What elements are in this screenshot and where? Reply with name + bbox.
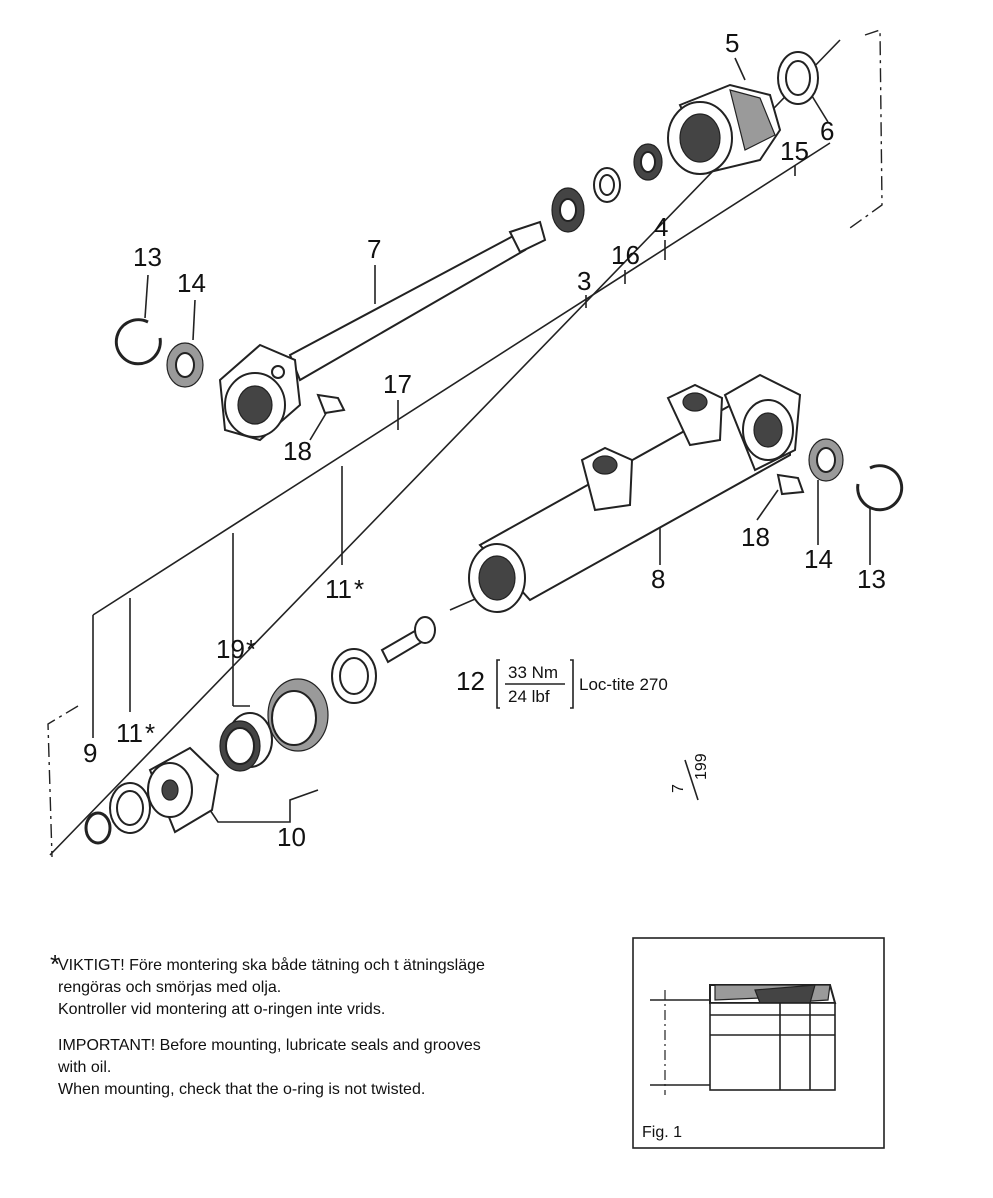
note-star: * bbox=[50, 949, 61, 979]
notes-block: * VIKTIGT! Före montering ska både tätni… bbox=[50, 951, 618, 1101]
part-14-bushing-left bbox=[166, 342, 204, 388]
callout-19: 19 bbox=[216, 634, 245, 664]
part-6-wiper-ring bbox=[777, 51, 819, 105]
callout-5: 5 bbox=[725, 28, 739, 58]
part-11-ring-lower bbox=[109, 782, 151, 834]
callout-6: 6 bbox=[820, 116, 834, 146]
figure-label: Fig. 1 bbox=[642, 1124, 682, 1141]
callout-11-upper-star: * bbox=[354, 574, 364, 604]
figure-1-inset: Fig. 1 bbox=[632, 937, 885, 1149]
callout-14-right: 14 bbox=[804, 544, 833, 574]
part-9-o-ring bbox=[84, 811, 112, 845]
page-number-denominator: 199 bbox=[693, 753, 710, 780]
part-12-screw bbox=[380, 616, 436, 664]
torque-lbf: 24 lbf bbox=[508, 687, 550, 706]
callout-16: 16 bbox=[611, 240, 640, 270]
page-number-numerator: 7 bbox=[670, 784, 687, 793]
note-en-line2: with oil. bbox=[58, 1059, 112, 1076]
callout-11-lower-star: * bbox=[145, 718, 155, 748]
callout-13-left: 13 bbox=[133, 242, 162, 272]
callout-10: 10 bbox=[277, 822, 306, 852]
locktite-note: Loc-tite 270 bbox=[579, 675, 668, 694]
callout-11-lower: 11 bbox=[116, 718, 143, 748]
callout-4: 4 bbox=[654, 212, 668, 242]
note-en-line1: IMPORTANT! Before mounting, lubricate se… bbox=[58, 1037, 481, 1054]
callout-17: 17 bbox=[383, 369, 412, 399]
callout-8: 8 bbox=[651, 564, 665, 594]
part-3-nut bbox=[551, 187, 585, 233]
note-sv-line1: VIKTIGT! Före montering ska både tätning… bbox=[58, 957, 485, 974]
callout-13-right: 13 bbox=[857, 564, 886, 594]
part-11-ring-upper bbox=[331, 648, 377, 704]
torque-bracket bbox=[496, 659, 574, 709]
part-18-grease-nipple-rod bbox=[316, 393, 346, 415]
note-sv-line3: Kontroller vid montering att o-ringen in… bbox=[58, 1001, 386, 1018]
callout-18-rod: 18 bbox=[283, 436, 312, 466]
callout-15: 15 bbox=[780, 136, 809, 166]
part-8-cylinder-tube bbox=[468, 373, 802, 613]
callout-9: 9 bbox=[83, 738, 97, 768]
part-14-bushing-right bbox=[808, 438, 844, 482]
callout-3: 3 bbox=[577, 266, 591, 296]
callout-7: 7 bbox=[367, 234, 381, 264]
callout-18-tube: 18 bbox=[741, 522, 770, 552]
callout-12: 12 bbox=[456, 666, 485, 696]
part-10-piston bbox=[147, 678, 329, 834]
part-4-seal bbox=[633, 143, 663, 181]
callout-14-left: 14 bbox=[177, 268, 206, 298]
page-number: 7 199 bbox=[670, 753, 710, 801]
callout-11-upper: 11 bbox=[325, 574, 352, 604]
part-13-circlip-left bbox=[114, 318, 162, 366]
part-16-ring bbox=[593, 167, 621, 203]
part-18-grease-nipple-tube bbox=[776, 473, 805, 496]
note-sv-line2: rengöras och smörjas med olja. bbox=[58, 979, 282, 996]
assembly-boundary bbox=[47, 29, 883, 858]
part-13-circlip-right bbox=[856, 464, 904, 512]
torque-nm: 33 Nm bbox=[508, 663, 558, 682]
part-7-piston-rod bbox=[218, 220, 547, 442]
part-5-gland bbox=[667, 83, 782, 175]
note-en-line3: When mounting, check that the o-ring is … bbox=[58, 1081, 426, 1098]
callout-19-star: * bbox=[246, 634, 256, 664]
